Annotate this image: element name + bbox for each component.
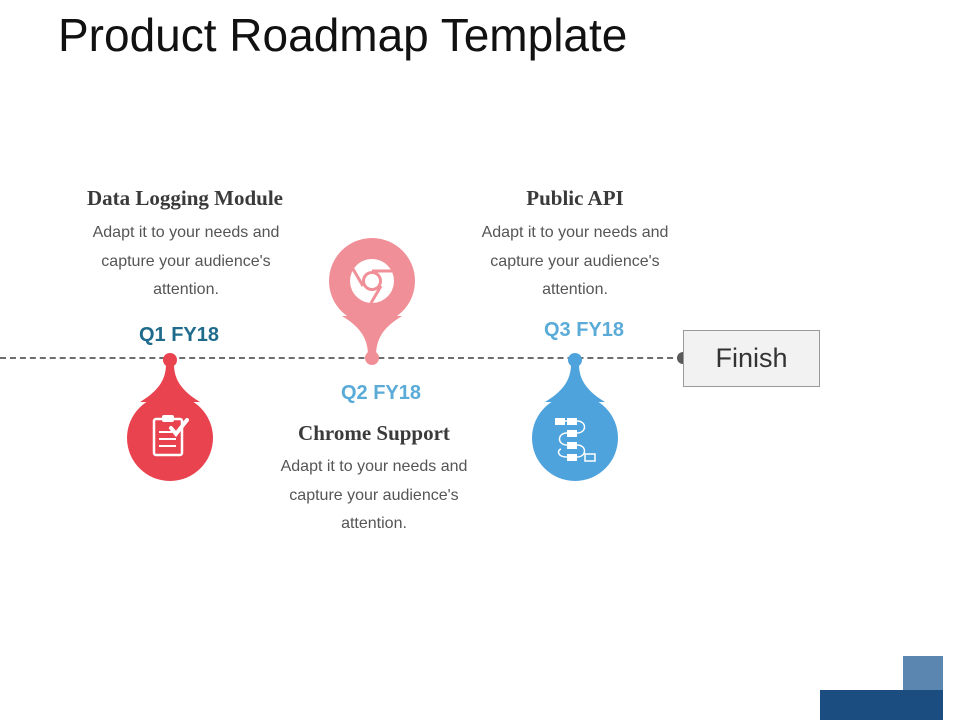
milestone-1-period: Q1 FY18 bbox=[138, 324, 220, 346]
milestone-2-description: Adapt it to your needs and capture your … bbox=[274, 453, 474, 539]
milestone-2-period: Q2 FY18 bbox=[340, 382, 422, 404]
milestone-2-title: Chrome Support bbox=[298, 421, 450, 445]
milestone-2-description-line: capture your audience's bbox=[289, 486, 459, 504]
finish-box: Finish bbox=[683, 330, 820, 387]
milestone-1-description: Adapt it to your needs and capture your … bbox=[86, 219, 286, 305]
milestone-2-pin bbox=[329, 238, 415, 365]
milestone-3-description: Adapt it to your needs and capture your … bbox=[475, 219, 675, 305]
milestone-3-title: Public API bbox=[526, 186, 624, 210]
flowchart-icon bbox=[555, 418, 596, 462]
timeline-line bbox=[0, 357, 683, 359]
clipboard-check-icon bbox=[152, 415, 189, 457]
chrome-icon bbox=[350, 259, 394, 304]
milestone-2-description-line: attention. bbox=[341, 515, 407, 532]
milestone-3-pin bbox=[532, 353, 618, 481]
milestone-1-description-line: attention. bbox=[153, 281, 219, 298]
milestone-3-period: Q3 FY18 bbox=[543, 319, 625, 341]
milestone-3-description-line: Adapt it to your needs and bbox=[481, 224, 669, 241]
corner-accent-bar bbox=[820, 690, 943, 720]
milestone-1-description-line: Adapt it to your needs and bbox=[92, 224, 280, 241]
milestone-2-description-line: Adapt it to your needs and bbox=[280, 458, 468, 475]
corner-accent-square bbox=[903, 656, 943, 690]
milestone-3-description-line: capture your audience's bbox=[490, 252, 660, 270]
milestone-1-title: Data Logging Module bbox=[86, 186, 283, 210]
page-title: Product Roadmap Template bbox=[58, 9, 628, 61]
milestone-1-pin bbox=[127, 353, 213, 481]
milestone-3-description-line: attention. bbox=[542, 281, 608, 298]
milestone-1-description-line: capture your audience's bbox=[101, 252, 271, 270]
